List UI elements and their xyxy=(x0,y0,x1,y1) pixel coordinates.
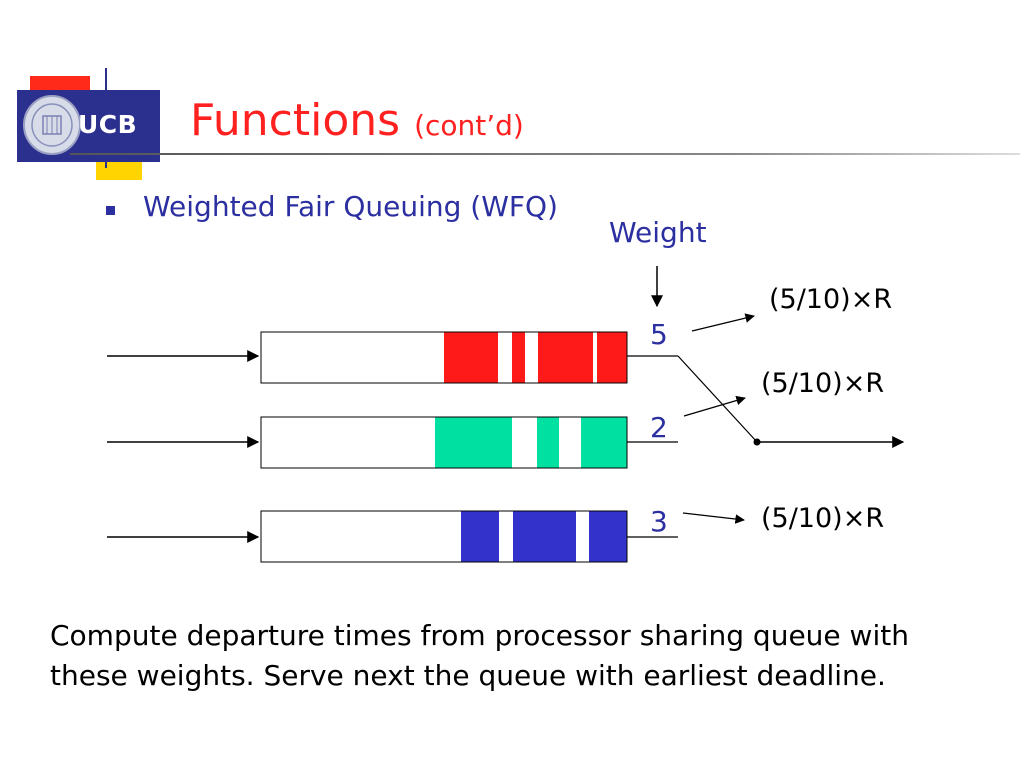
bullet-text: Weighted Fair Queuing (WFQ) xyxy=(143,190,558,223)
queue-3 xyxy=(260,510,628,563)
queue-2-rate: (5/10)×R xyxy=(761,368,885,399)
queue-1 xyxy=(260,331,628,384)
queue-1-rate: (5/10)×R xyxy=(769,284,893,315)
slide-title: Functions (cont’d) xyxy=(190,95,524,146)
queue-2-weight: 2 xyxy=(650,411,668,444)
title-main: Functions xyxy=(190,95,401,146)
queue-3-rate: (5/10)×R xyxy=(761,503,885,534)
title-divider xyxy=(70,153,1020,155)
packet xyxy=(538,332,593,383)
scheduler-switch-line xyxy=(677,355,758,443)
queue-3-weight: 3 xyxy=(650,505,668,538)
caption: Compute departure times from processor s… xyxy=(50,616,1010,696)
bullet-marker xyxy=(106,206,115,215)
university-seal-icon xyxy=(23,95,81,155)
packet xyxy=(537,417,559,468)
title-suffix: (cont’d) xyxy=(414,109,524,142)
weight-label: Weight xyxy=(609,216,707,249)
caption-line-2: these weights. Serve next the queue with… xyxy=(50,659,886,692)
rate-arrow-3 xyxy=(682,512,745,524)
queue-1-weight: 5 xyxy=(650,318,668,351)
packet xyxy=(597,332,627,383)
packet xyxy=(513,511,576,562)
queue-2 xyxy=(260,416,628,469)
logo-vertical-line xyxy=(105,68,107,168)
packet xyxy=(581,417,627,468)
packet xyxy=(435,417,512,468)
packet xyxy=(444,332,498,383)
caption-line-1: Compute departure times from processor s… xyxy=(50,619,909,652)
rate-arrow-1 xyxy=(691,313,755,332)
packet xyxy=(589,511,627,562)
logo-text: UCB xyxy=(78,110,138,139)
packet xyxy=(461,511,499,562)
packet xyxy=(512,332,525,383)
rate-arrow-2 xyxy=(683,395,746,417)
